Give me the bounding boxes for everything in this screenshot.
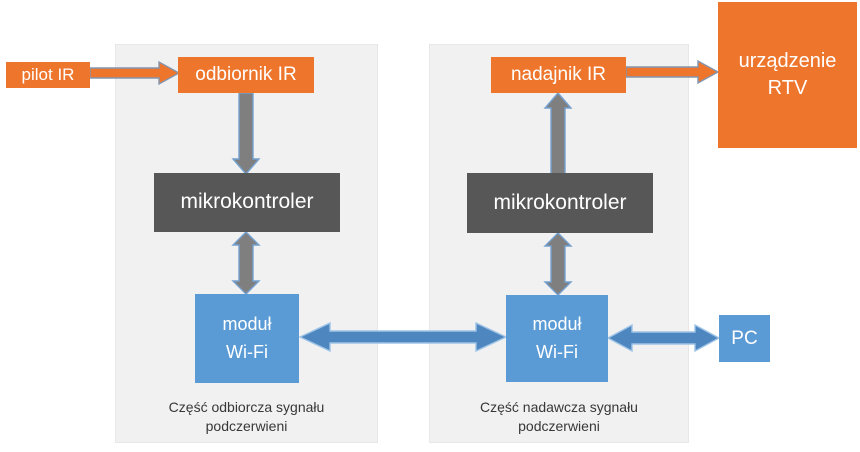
node-wifi-module-receiver: moduł Wi-Fi xyxy=(195,294,299,383)
node-pc: PC xyxy=(719,315,770,362)
caption-receiver-section: Część odbiorcza sygnału podczerwieni xyxy=(168,399,325,434)
panel-transmitter-section xyxy=(429,44,689,443)
node-odbiornik-ir: odbiornik IR xyxy=(178,57,314,93)
node-pilot-ir: pilot IR xyxy=(6,62,90,88)
panel-receiver-section xyxy=(115,44,378,443)
node-urzadzenie-rtv: urządzenie RTV xyxy=(718,2,857,148)
node-mikrokontroler-transmitter: mikrokontroler xyxy=(467,173,653,233)
caption-transmitter-section: Część nadawcza sygnału podczerwieni xyxy=(480,399,638,434)
node-nadajnik-ir: nadajnik IR xyxy=(491,57,626,93)
node-mikrokontroler-receiver: mikrokontroler xyxy=(154,173,340,232)
node-wifi-module-transmitter: moduł Wi-Fi xyxy=(506,295,608,382)
